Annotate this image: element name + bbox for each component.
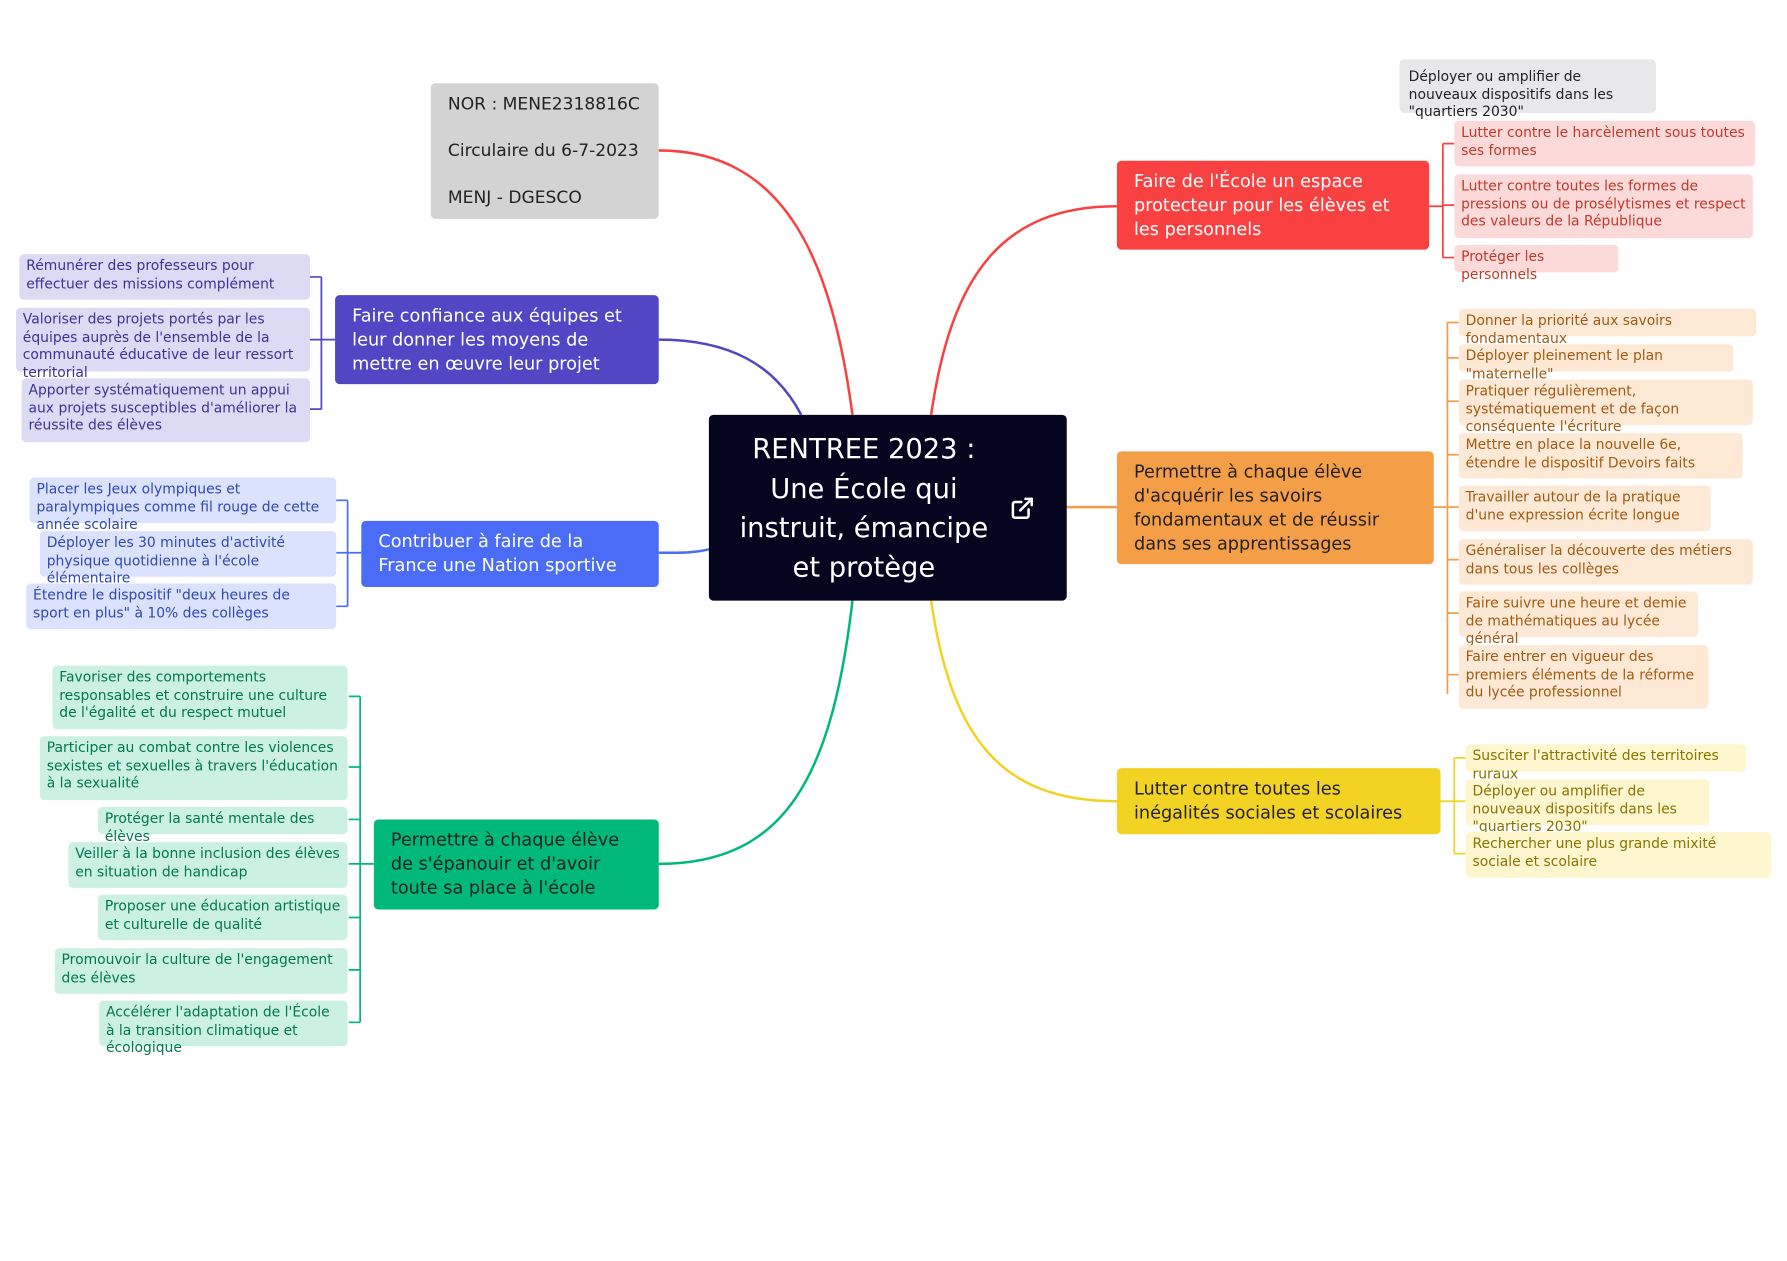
leaf-orange-8[interactable]: Faire entrer en vigueur des premiers élé… [1458,645,1709,709]
leaf-purple-3[interactable]: Apporter systématiquement un appui aux p… [21,378,310,443]
link-branch-green [658,600,854,866]
leaf-yellow-2[interactable]: Déployer ou amplifier de nouveaux dispos… [1465,779,1710,835]
leaf-green-4[interactable]: Veiller à la bonne inclusion des élèves … [68,842,348,888]
leaf-orange-5[interactable]: Travailler autour de la pratique d'une e… [1458,485,1711,532]
leaf-green-7[interactable]: Accélérer l'adaptation de l'École à la t… [99,1000,348,1056]
leaf-orange-6[interactable]: Généraliser la découverte des métiers da… [1458,539,1753,585]
nor-reference: NOR : MENE2318816C [447,93,640,114]
leaf-purple-2[interactable]: Valoriser des projets portés par les équ… [15,307,310,381]
branch-fundamental-knowledge[interactable]: Permettre à chaque élève d'acquérir les … [1116,451,1434,565]
link-branch-purple [658,338,803,416]
central-title-line-4: et protège [792,551,936,583]
circular-reference-box[interactable]: NOR : MENE2318816C Circulaire du 6-7-202… [430,83,659,219]
leaf-yellow-1[interactable]: Susciter l'attractivité des territoires … [1465,744,1747,781]
central-topic[interactable]: RENTREE 2023 : Une École qui instruit, é… [708,414,1067,601]
leaf-red-2[interactable]: Lutter contre toutes les formes de press… [1454,174,1753,239]
leaf-green-3[interactable]: Protéger la santé mentale des élèves [98,806,348,844]
leaf-blue-1[interactable]: Placer les Jeux olympiques et paralympiq… [29,477,337,533]
leaf-blue-3[interactable]: Étendre le dispositif "deux heures de sp… [26,583,337,630]
leaf-red-1[interactable]: Lutter contre le harcèlement sous toutes… [1454,120,1756,167]
link-branch-yellow [929,600,1117,803]
central-title-line-1: RENTREE 2023 : [752,433,976,465]
leaf-orange-7[interactable]: Faire suivre une heure et demie de mathé… [1458,591,1699,647]
leaf-green-5[interactable]: Proposer une éducation artistique et cul… [98,894,348,941]
link-branch-blue [658,548,710,555]
branch-trust-teams[interactable]: Faire confiance aux équipes et leur donn… [335,295,659,385]
branch-label: Faire de l'École un espace protecteur po… [1134,170,1390,239]
external-link-icon[interactable] [1010,496,1035,521]
issuing-authority: MENJ - DGESCO [447,186,582,208]
central-title-line-3: instruit, émancipe [739,511,989,544]
leaf-purple-1[interactable]: Rémunérer des professeurs pour effectuer… [19,254,310,300]
branch-label: Lutter contre toutes les inégalités soci… [1134,778,1403,823]
branch-label: Permettre à chaque élève de s'épanouir e… [390,829,620,899]
central-title-line-2: Une École qui [770,472,958,505]
leaf-orange-4[interactable]: Mettre en place la nouvelle 6e, étendre … [1458,433,1743,479]
leaf-orange-2[interactable]: Déployer pleinement le plan "maternelle" [1458,344,1734,381]
leaf-green-2[interactable]: Participer au combat contre les violence… [39,736,348,801]
leaf-orange-1[interactable]: Donner la priorité aux savoirs fondament… [1458,308,1757,346]
branch-protect-school[interactable]: Faire de l'École un espace protecteur po… [1116,160,1430,250]
branch-sport-nation[interactable]: Contribuer à faire de la France une Nati… [361,520,659,587]
branch-label: Permettre à chaque élève d'acquérir les … [1134,461,1380,554]
branch-inequalities[interactable]: Lutter contre toutes les inégalités soci… [1116,768,1441,835]
floating-note[interactable]: Déployer ou amplifier de nouveaux dispos… [1399,59,1656,120]
branch-connectors [309,142,1466,1024]
branch-label: Faire confiance aux équipes et leur donn… [352,304,622,374]
leaf-yellow-3[interactable]: Rechercher une plus grande mixité social… [1465,831,1772,878]
leaf-blue-2[interactable]: Déployer les 30 minutes d'activité physi… [39,531,337,586]
leaf-red-3[interactable]: Protéger les personnels [1454,245,1619,282]
link-meta [658,149,854,416]
branch-wellbeing[interactable]: Permettre à chaque élève de s'épanouir e… [373,819,659,910]
leaf-green-6[interactable]: Promouvoir la culture de l'engagement de… [54,948,348,994]
link-branch-red [929,205,1117,416]
leaf-green-1[interactable]: Favoriser des comportements responsables… [52,665,348,730]
branch-label: Contribuer à faire de la France une Nati… [378,531,617,576]
circular-date: Circulaire du 6-7-2023 [447,140,639,161]
leaf-orange-3[interactable]: Pratiquer régulièrement, systématiquemen… [1458,379,1753,435]
